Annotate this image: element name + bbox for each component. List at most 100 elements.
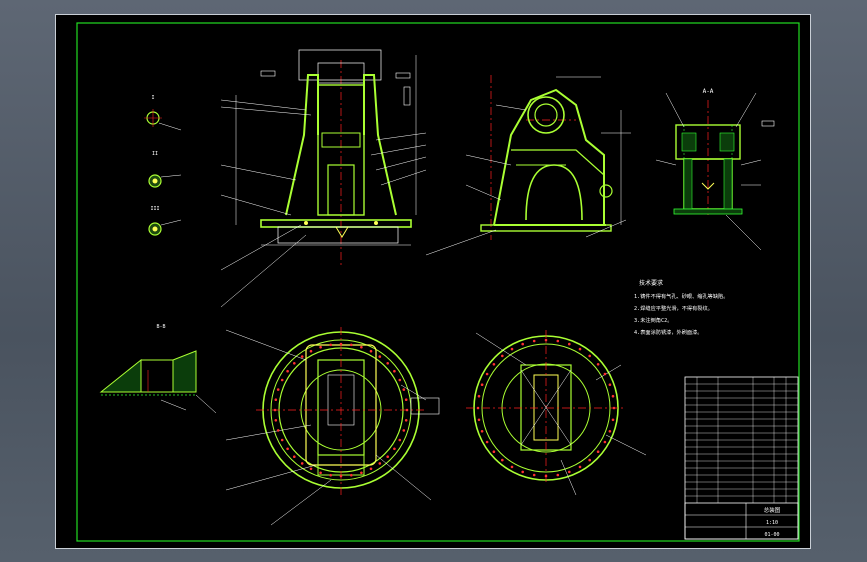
bolt-hole xyxy=(405,408,409,412)
bolt-hole xyxy=(339,342,343,346)
small-details: I II III xyxy=(144,95,182,236)
bolt-hole xyxy=(485,372,489,376)
bolt-hole xyxy=(611,394,615,398)
section-a-a-view: A-A xyxy=(655,88,775,251)
bolt-hole xyxy=(276,429,280,432)
notes-title: 技术要求 xyxy=(639,279,663,287)
cad-drawing: A-A I xyxy=(76,22,800,542)
bolt-hole xyxy=(386,455,390,459)
bolt-hole xyxy=(329,473,333,477)
bolt-hole xyxy=(286,447,289,451)
note-line-4: 4.表面涂防锈漆，外刷面漆。 xyxy=(634,328,703,336)
bolt-hole xyxy=(485,440,489,444)
bolt-hole xyxy=(510,465,514,469)
bolt-hole xyxy=(300,355,304,358)
bolt-hole xyxy=(404,419,408,422)
bolt-hole xyxy=(596,363,600,366)
plan-view xyxy=(225,327,440,526)
bolt-hole xyxy=(521,342,524,346)
bolt-hole xyxy=(588,458,591,462)
bolt-hole xyxy=(393,447,396,451)
bolt-hole xyxy=(398,378,402,382)
bolt-hole xyxy=(398,438,402,442)
side-view xyxy=(425,75,631,256)
bolt-hole xyxy=(329,343,333,347)
bolt-hole xyxy=(393,369,396,373)
bolt-hole xyxy=(309,467,313,471)
bolt-hole xyxy=(286,369,289,373)
bolt-hole xyxy=(319,345,322,349)
bolt-hole xyxy=(568,470,571,474)
bolt-hole xyxy=(480,383,484,387)
bolt-hole xyxy=(404,398,408,402)
bolt-hole xyxy=(386,362,390,365)
bolt-hole xyxy=(276,388,280,391)
bolt-hole xyxy=(369,349,373,353)
title-block-drawing-no: 01-00 xyxy=(764,532,779,538)
title-block-scale: 1:10 xyxy=(766,520,778,526)
bolt-hole xyxy=(360,471,363,475)
detail-1-label: I xyxy=(151,95,154,101)
bolt-hole xyxy=(477,394,481,398)
bolt-hole xyxy=(521,470,524,474)
bolt-hole xyxy=(588,354,591,358)
bolt-hole xyxy=(578,465,582,469)
bolt-hole xyxy=(578,347,582,351)
bolt-hole xyxy=(274,398,278,402)
bolt-hole xyxy=(402,429,406,432)
detail-2-label: II xyxy=(152,151,158,157)
bolt-hole xyxy=(293,362,296,365)
section-a-a-label: A-A xyxy=(703,88,714,95)
bolt-hole xyxy=(501,354,504,358)
drawing-frame xyxy=(76,22,800,542)
bolt-hole xyxy=(556,473,560,477)
detail-3-label: III xyxy=(150,206,159,212)
drawing-sheet: A-A I xyxy=(55,14,811,549)
bolt-hole xyxy=(350,473,353,477)
bolt-hole xyxy=(556,339,560,343)
bolt-hole xyxy=(476,406,480,410)
bolt-hole xyxy=(492,450,496,454)
title-block: 总装图 1:10 01-00 xyxy=(684,376,799,540)
bolt-hole xyxy=(300,462,304,465)
bolt-hole xyxy=(480,430,484,433)
bolt-hole xyxy=(568,342,571,346)
note-line-1: 1.铸件不得有气孔、砂眼、缩孔等缺陷。 xyxy=(634,292,728,300)
note-line-3: 3.未注倒角C2。 xyxy=(634,316,672,324)
bolt-hole xyxy=(477,418,481,422)
bolt-hole xyxy=(608,383,612,387)
bolt-hole xyxy=(280,438,284,442)
bolt-hole xyxy=(611,418,615,422)
bolt-hole xyxy=(378,355,382,358)
note-line-2: 2.焊缝应平整光滑，不得有裂纹。 xyxy=(634,304,713,312)
bolt-hole xyxy=(350,343,353,347)
bolt-hole xyxy=(532,473,536,477)
bolt-hole xyxy=(274,419,278,422)
title-block-name: 总装图 xyxy=(764,506,781,514)
bolt-hole xyxy=(603,440,607,444)
bolt-hole xyxy=(360,345,363,349)
bolt-hole xyxy=(532,339,536,343)
bolt-hole xyxy=(369,467,373,471)
detail-bottom-left-view: B-B xyxy=(99,324,217,414)
bolt-hole xyxy=(603,372,607,376)
bolt-hole xyxy=(319,471,322,475)
bolt-hole xyxy=(510,347,514,351)
bottom-view xyxy=(466,330,647,496)
bolt-hole xyxy=(501,458,504,462)
detail-b-label: B-B xyxy=(156,324,165,330)
bolt-hole xyxy=(293,455,296,459)
bolt-hole xyxy=(544,474,548,478)
bolt-hole xyxy=(608,430,612,433)
bolt-hole xyxy=(596,450,600,454)
bolt-hole xyxy=(492,363,496,366)
bolt-hole xyxy=(402,388,406,391)
bolt-hole xyxy=(339,474,343,478)
bolt-hole xyxy=(378,462,382,465)
bolt-hole xyxy=(309,349,313,353)
bolt-hole xyxy=(544,338,548,342)
bolt-hole xyxy=(273,408,277,412)
technical-notes: 技术要求 1.铸件不得有气孔、砂眼、缩孔等缺陷。 2.焊缝应平整光滑，不得有裂纹… xyxy=(634,279,728,336)
bolt-hole xyxy=(280,378,284,382)
bolt-hole xyxy=(612,406,616,410)
